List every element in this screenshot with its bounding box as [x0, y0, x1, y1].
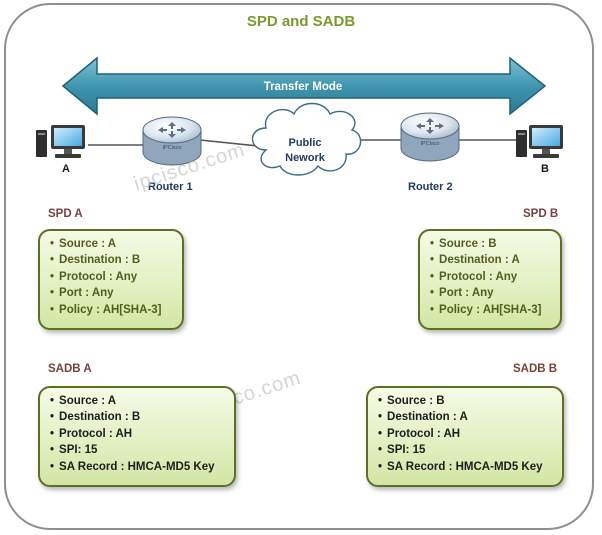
spd-a-item: Port : Any [50, 285, 182, 301]
sadb-a-item: Destination : B [50, 409, 234, 425]
spd-b-box: Source : B Destination : A Protocol : An… [418, 229, 562, 330]
sadb-a-title: SADB A [48, 363, 92, 375]
cloud-icon: Public Nework [251, 102, 362, 176]
diagram-title: SPD and SADB [246, 13, 356, 30]
spd-a-item: Policy : AH[SHA-3] [50, 302, 182, 318]
host-b-label: B [541, 163, 549, 175]
spd-b-item: Protocol : Any [430, 269, 560, 285]
computer-a-icon [36, 125, 85, 158]
router-1-icon: IPCisco [142, 116, 202, 166]
sadb-b-item: Source : B [378, 393, 562, 409]
spd-b-item: Destination : A [430, 252, 560, 268]
sadb-b-item: Protocol : AH [378, 426, 562, 442]
sadb-b-title: SADB B [513, 363, 558, 375]
router-1-label: Router 1 [148, 181, 193, 193]
sadb-a-item: SA Record : HMCA-MD5 Key [50, 459, 234, 475]
spd-a-item: Protocol : Any [50, 269, 182, 285]
transfer-mode-arrow: Transfer Mode [61, 56, 547, 116]
cloud-label-line-2: Nework [285, 152, 326, 164]
sadb-a-item: SPI: 15 [50, 442, 234, 458]
spd-b-item: Policy : AH[SHA-3] [430, 302, 560, 318]
spd-a-item: Source : A [50, 236, 182, 252]
host-a-label: A [62, 163, 70, 175]
computer-b-icon [516, 125, 563, 158]
sadb-b-item: SA Record : HMCA-MD5 Key [378, 459, 562, 475]
sadb-b-item: Destination : A [378, 409, 562, 425]
sadb-a-item: Protocol : AH [50, 426, 234, 442]
router-2-icon: IPCisco [400, 112, 460, 162]
router-2-brand-text: IPCisco [421, 141, 440, 147]
spd-a-item: Destination : B [50, 252, 182, 268]
router-2-label: Router 2 [408, 181, 453, 193]
cloud-label-line-1: Public [288, 137, 321, 149]
sadb-a-item: Source : A [50, 393, 234, 409]
sadb-a-box: Source : A Destination : B Protocol : AH… [38, 386, 236, 487]
spd-b-item: Source : B [430, 236, 560, 252]
spd-b-title: SPD B [523, 208, 559, 220]
spd-b-item: Port : Any [430, 285, 560, 301]
router-1-brand-text: IPCisco [163, 145, 182, 151]
spd-a-title: SPD A [48, 208, 83, 220]
sadb-b-item: SPI: 15 [378, 442, 562, 458]
sadb-b-box: Source : B Destination : A Protocol : AH… [366, 386, 564, 487]
transfer-mode-label: Transfer Mode [264, 81, 343, 93]
link-router1-cloud [199, 139, 259, 147]
spd-a-box: Source : A Destination : B Protocol : An… [38, 229, 184, 330]
